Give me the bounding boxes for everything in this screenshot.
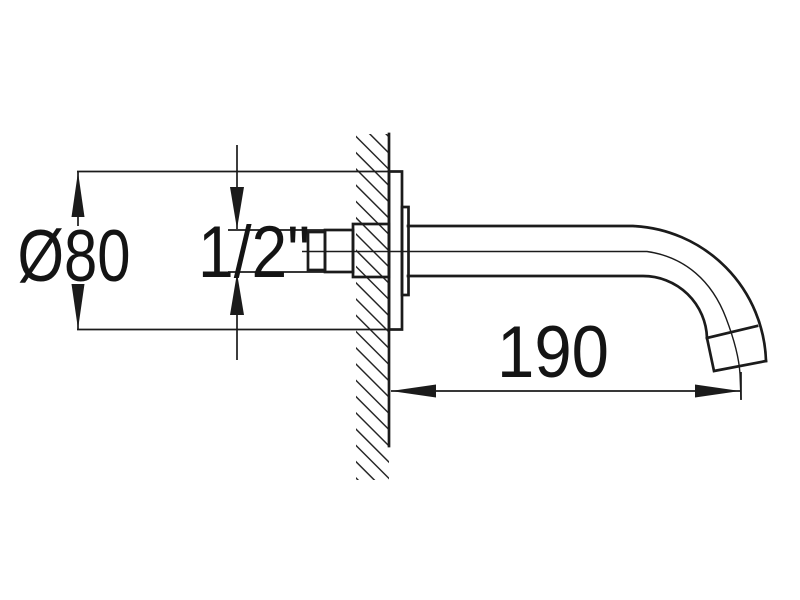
spout-outer-edge bbox=[406, 224, 768, 363]
thread-label: 1/2" bbox=[198, 212, 310, 293]
diameter-arrow-down bbox=[71, 284, 85, 329]
thread-arrow-up bbox=[230, 273, 244, 315]
wall-hatch-area bbox=[356, 134, 389, 480]
outlet-tip bbox=[705, 336, 768, 373]
wall-section bbox=[356, 132, 391, 480]
spout-body bbox=[406, 224, 768, 373]
dimension-diameter bbox=[71, 170, 390, 331]
diameter-arrow-up bbox=[71, 172, 85, 217]
flange-plate bbox=[387, 170, 404, 331]
diameter-label: Ø80 bbox=[18, 216, 131, 297]
projection-arrow-left bbox=[391, 384, 436, 398]
center-line bbox=[302, 250, 742, 400]
outlet-joint-line bbox=[705, 324, 759, 340]
flange bbox=[387, 170, 410, 331]
spout-inner-edge bbox=[406, 274, 709, 340]
thread-arrow-down bbox=[230, 187, 244, 229]
projection-arrow-right bbox=[695, 384, 740, 398]
projection-label: 190 bbox=[497, 312, 609, 393]
dimension-projection bbox=[391, 372, 742, 400]
